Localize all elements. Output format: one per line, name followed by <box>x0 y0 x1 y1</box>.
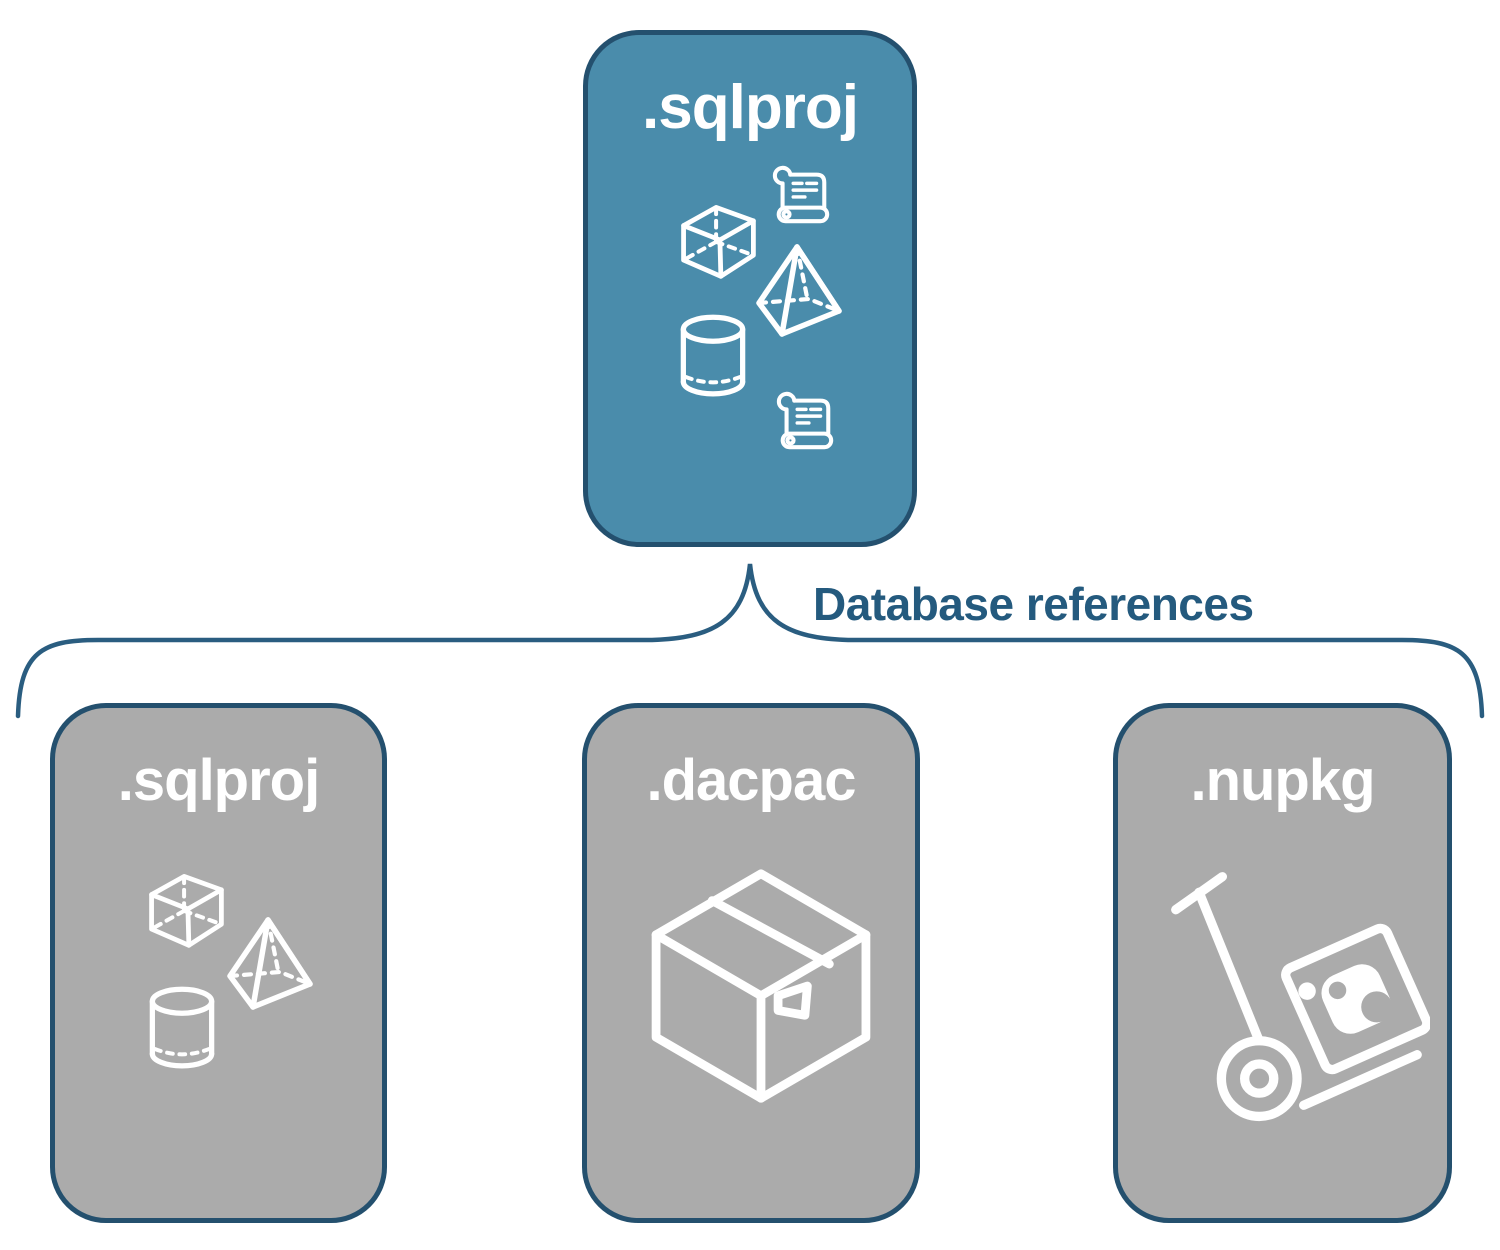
brace-connector <box>15 563 1485 719</box>
root-box-sqlproj: .sqlproj <box>583 30 917 547</box>
cube-icon <box>149 874 224 948</box>
cube-icon <box>681 205 756 279</box>
child-box-dacpac: .dacpac <box>582 703 920 1223</box>
package-box-icon <box>651 869 871 1103</box>
pyramid-icon <box>756 244 842 337</box>
child-box-sqlproj: .sqlproj <box>50 703 387 1223</box>
pyramid-icon <box>227 917 313 1010</box>
database-cylinder-icon <box>680 314 746 397</box>
nuget-hand-truck-icon <box>1171 872 1430 1122</box>
root-box-title: .sqlproj <box>642 73 859 142</box>
child-box-title: .nupkg <box>1190 748 1375 813</box>
connector-label: Database references <box>813 578 1254 630</box>
database-cylinder-icon <box>149 986 215 1069</box>
child-box-title: .sqlproj <box>117 748 320 813</box>
child-box-title: .dacpac <box>646 748 857 813</box>
child-box-nupkg: .nupkg <box>1113 703 1452 1223</box>
script-scroll-icon <box>772 165 830 224</box>
script-scroll-icon <box>776 391 834 450</box>
